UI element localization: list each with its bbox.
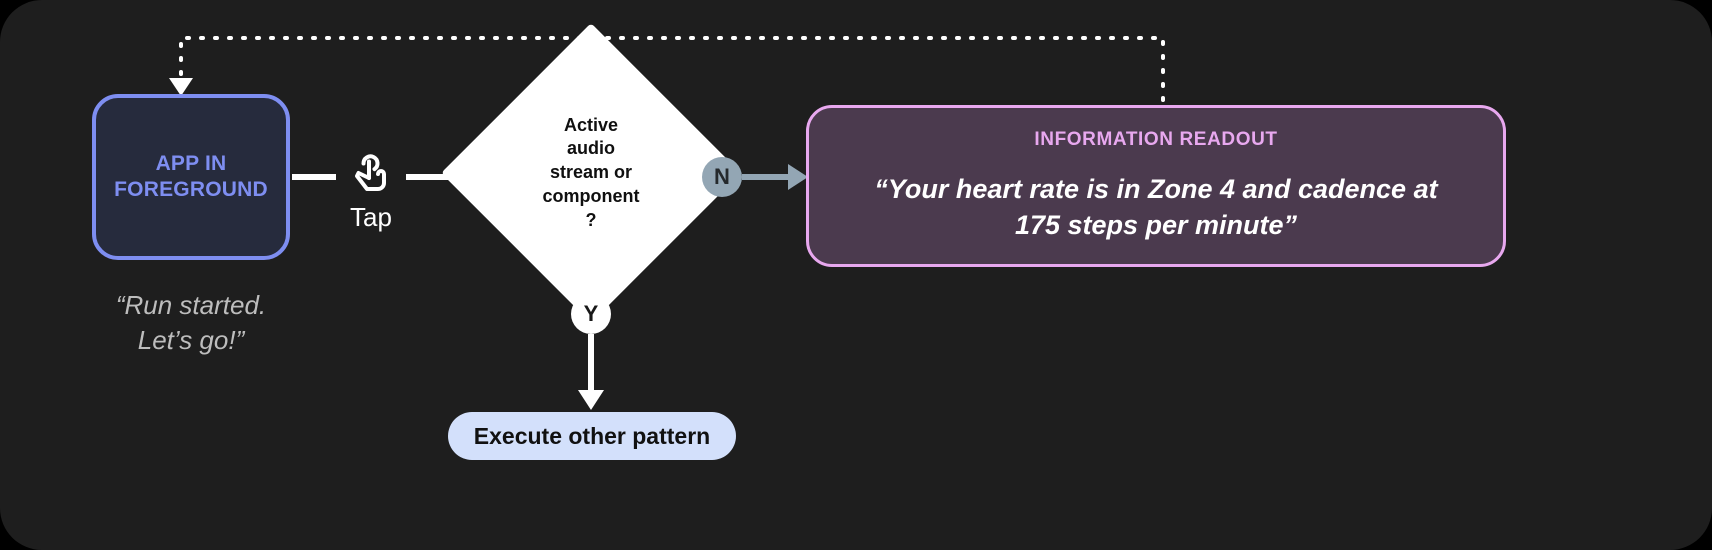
execute-pill-label: Execute other pattern	[473, 422, 711, 449]
app-node-caption: “Run started. Let’s go!”	[72, 288, 310, 358]
app-node-label-line1: APP IN	[155, 151, 227, 175]
node-information-readout[interactable]: INFORMATION READOUT “Your heart rate is …	[806, 105, 1506, 267]
node-app-in-foreground[interactable]: APP IN FOREGROUND	[92, 94, 290, 260]
tap-interaction-group[interactable]: Tap	[330, 148, 412, 230]
branch-badge-yes-label: Y	[583, 301, 599, 326]
decision-line5: ?	[585, 209, 597, 230]
branch-badge-no: N	[702, 157, 742, 197]
connector-yes-to-execute	[588, 334, 594, 396]
connector-app-to-tap	[292, 174, 336, 180]
app-node-label: APP IN FOREGROUND	[114, 151, 268, 204]
decision-line2: audio	[567, 138, 615, 159]
app-caption-line1: “Run started.	[115, 290, 267, 320]
decision-line4: component	[542, 185, 640, 206]
tap-hand-icon	[355, 154, 386, 191]
decision-label: Active audio stream or component ?	[485, 67, 697, 279]
readout-body-line2: 175 steps per minute”	[1014, 210, 1298, 240]
decision-line3: stream or	[549, 162, 633, 183]
connector-tap-to-decision	[406, 174, 472, 180]
tap-label: Tap	[350, 202, 392, 232]
node-decision-active-audio[interactable]: Active audio stream or component ?	[441, 23, 741, 323]
readout-body-line1: “Your heart rate is in Zone 4 and cadenc…	[874, 173, 1438, 204]
connector-decision-to-yes	[588, 280, 594, 300]
app-caption-line2: Let’s go!”	[137, 325, 245, 356]
arrowhead-to-readout	[788, 164, 808, 190]
branch-badge-no-label: N	[714, 164, 730, 189]
readout-title: INFORMATION READOUT	[1034, 128, 1278, 150]
connector-no-to-readout	[742, 174, 790, 180]
node-execute-other-pattern[interactable]: Execute other pattern	[448, 412, 736, 460]
decision-line1: Active	[563, 114, 619, 135]
branch-badge-yes: Y	[571, 294, 611, 334]
arrowhead-to-execute	[578, 390, 604, 410]
app-node-label-line2: FOREGROUND	[114, 178, 268, 201]
readout-body: “Your heart rate is in Zone 4 and cadenc…	[844, 171, 1467, 244]
